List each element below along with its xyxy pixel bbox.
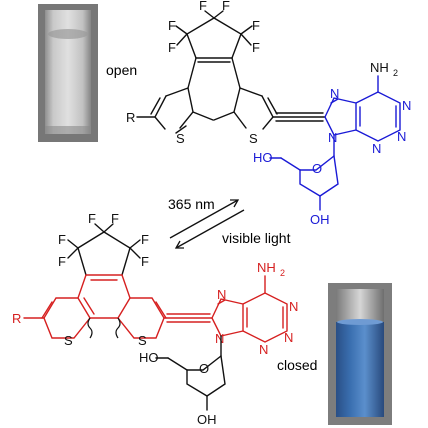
r-group: R [12,311,21,326]
ring-oxygen-atom: O [312,161,322,176]
nitrogen-atom: N [330,86,339,101]
fluorine-atom: F [168,18,176,33]
fluorine-atom: F [58,232,66,247]
sulfur-atom: S [138,333,147,348]
nitrogen-atom: N [402,98,411,113]
amine-group: NH [257,260,276,275]
hydroxyl-group: HO [253,150,273,165]
ring-oxygen-atom: O [199,361,209,376]
fluorine-atom: F [252,18,260,33]
fluorine-atom: F [199,0,207,13]
hydroxyl-group: OH [197,412,217,427]
fluorine-atom: F [252,40,260,55]
nitrogen-atom: N [217,287,226,302]
sulfur-atom: S [176,131,185,146]
nitrogen-atom: N [397,129,406,144]
cuvette-open-photo [38,4,98,142]
open-form-molecule: F F F F F F S S R [126,0,411,227]
fluorine-atom: F [141,232,149,247]
amine-subscript: 2 [393,68,398,78]
nitrogen-atom: N [328,130,337,145]
fluorine-atom: F [111,211,119,226]
fluorine-atom: F [88,211,96,226]
r-group: R [126,110,135,125]
equilibrium-arrows [169,199,245,249]
nitrogen-atom: N [284,330,293,345]
closed-label: closed [277,357,317,373]
amine-subscript: 2 [280,268,285,278]
fluorine-atom: F [168,40,176,55]
cuvette-closed-photo [328,283,392,425]
hydroxyl-group: OH [310,212,330,227]
sulfur-atom: S [64,333,73,348]
hydroxyl-group: HO [139,350,159,365]
fluorine-atom: F [58,254,66,269]
closed-form-molecule: F F F F F F [12,211,298,427]
nitrogen-atom: N [372,141,381,156]
nitrogen-atom: N [289,299,298,314]
nitrogen-atom: N [215,331,224,346]
sulfur-atom: S [249,131,258,146]
visible-light-label: visible light [222,230,291,246]
amine-group: NH [370,60,389,75]
fluorine-atom: F [222,0,230,13]
open-label: open [106,62,137,78]
fluorine-atom: F [141,254,149,269]
nitrogen-atom: N [259,342,268,357]
uv-label: 365 nm [168,196,215,212]
